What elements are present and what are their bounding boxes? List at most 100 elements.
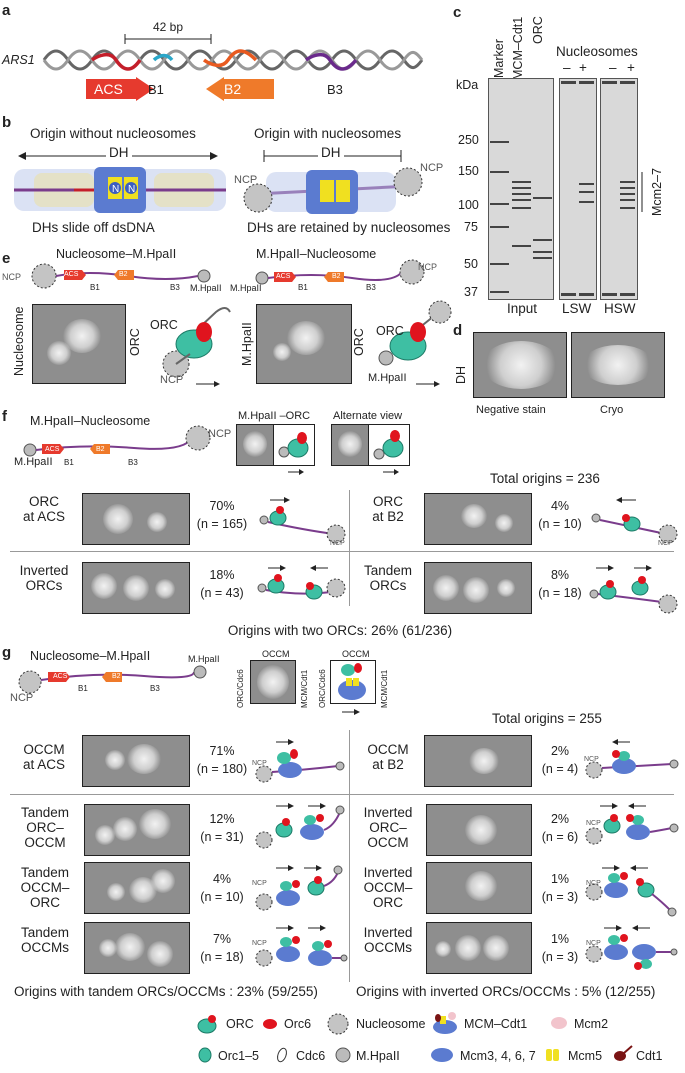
g-class-3-label: Tandem ORC–OCCM bbox=[20, 805, 70, 850]
g-class-7-cartoon bbox=[255, 925, 348, 967]
e-left-orc-vertical: ORC bbox=[128, 328, 142, 356]
f-view1-label: M.HpaII –ORC bbox=[238, 410, 311, 422]
hsw-label: HSW bbox=[604, 301, 636, 316]
mw-75: 75 bbox=[464, 220, 478, 234]
cryo-label: Cryo bbox=[600, 404, 624, 416]
legend-cdc6: Cdc6 bbox=[296, 1049, 326, 1063]
dh-left-label: DH bbox=[106, 145, 132, 160]
f-class-4-pct: 8% bbox=[550, 568, 570, 582]
panel-f-label: f bbox=[2, 408, 7, 425]
panel-c-label: c bbox=[453, 4, 462, 21]
g-class-4-label: Inverted ORC–OCCM bbox=[363, 805, 413, 850]
b1-label: B1 bbox=[148, 82, 164, 97]
g-b3: B3 bbox=[150, 684, 160, 693]
f-class-2-label: ORC at B2 bbox=[372, 494, 404, 524]
g-class-5-label: Tandem OCCM–ORC bbox=[20, 865, 70, 910]
acs-label: ACS bbox=[94, 81, 123, 97]
g-divider-h bbox=[10, 794, 674, 795]
legend-nucleosome: Nucleosome bbox=[356, 1017, 426, 1031]
g-occm-left-label: OCCM bbox=[262, 649, 290, 659]
g-class-2-pct: 2% bbox=[550, 744, 570, 758]
dh-with-nucleosomes bbox=[243, 167, 423, 214]
panel-e-label: e bbox=[2, 250, 11, 267]
f-class-1-label: ORC at ACS bbox=[22, 494, 66, 524]
g-class-2-em bbox=[424, 735, 532, 787]
e-right-em bbox=[256, 304, 352, 384]
panel-b-label: b bbox=[2, 114, 12, 131]
g-ncp: NCP bbox=[10, 692, 34, 704]
e-left-ncp-cartoon: NCP bbox=[160, 374, 184, 386]
g-class-5-em bbox=[84, 862, 190, 914]
f-class-4-cartoon bbox=[589, 565, 678, 614]
mw-50: 50 bbox=[464, 257, 478, 271]
g-class-4-ncp: NCP bbox=[586, 820, 601, 827]
g-class-2-label: OCCM at B2 bbox=[367, 742, 409, 772]
b-ncp-left: NCP bbox=[234, 174, 258, 186]
g-class-1-label: OCCM at ACS bbox=[22, 742, 66, 772]
legend-mhpa-icon bbox=[335, 1047, 351, 1063]
gel-lane-mcm bbox=[511, 79, 532, 299]
g-class-8-pct: 1% bbox=[550, 932, 570, 946]
panel-g-label: g bbox=[2, 644, 12, 661]
legend-mcm5: Mcm5 bbox=[568, 1049, 603, 1063]
gel-lsw bbox=[559, 78, 597, 300]
g-mcm-cdt1-left: MCM/Cdt1 bbox=[300, 669, 309, 708]
legend-orc15: Orc1–5 bbox=[218, 1049, 259, 1063]
ars1-label: ARS1 bbox=[2, 53, 35, 67]
g-occm-right-label: OCCM bbox=[342, 649, 370, 659]
e-left-b3: B3 bbox=[170, 283, 180, 292]
kda-label: kDa bbox=[456, 78, 479, 92]
legend-orc6: Orc6 bbox=[284, 1017, 312, 1031]
e-left-ncp: NCP bbox=[2, 272, 22, 282]
g-class-6-pct: 1% bbox=[550, 872, 570, 886]
g-mhpa: M.HpaII bbox=[188, 654, 220, 664]
sign-2: + bbox=[579, 60, 587, 75]
f-class-3-pct: 18% bbox=[209, 568, 235, 582]
gel-hsw bbox=[600, 78, 638, 300]
g-class-5-cartoon bbox=[255, 865, 343, 911]
g-construct bbox=[18, 665, 207, 694]
b-ncp-right: NCP bbox=[420, 162, 444, 174]
sign-1: – bbox=[563, 60, 571, 75]
legend-mcm2: Mcm2 bbox=[574, 1017, 609, 1031]
f-title: M.HpaII–Nucleosome bbox=[30, 414, 151, 428]
g-class-5-pct: 4% bbox=[212, 872, 232, 886]
f-class-2-n: (n = 10) bbox=[538, 517, 582, 531]
g-class-3-cartoon bbox=[255, 803, 345, 849]
f-b3: B3 bbox=[128, 458, 138, 467]
g-class-6-label: Inverted OCCM–ORC bbox=[363, 865, 413, 910]
f-class-3-em bbox=[82, 562, 190, 614]
g-class-5-ncp: NCP bbox=[252, 880, 267, 887]
b2-label: B2 bbox=[224, 81, 242, 97]
g-class-8-ncp: NCP bbox=[586, 940, 601, 947]
f-class-3-n: (n = 43) bbox=[200, 586, 244, 600]
f-class-2-cartoon bbox=[591, 497, 678, 544]
mw-100: 100 bbox=[458, 198, 479, 212]
legend-mcm-cdt1-icon bbox=[433, 1012, 457, 1034]
g-class-6-cartoon bbox=[585, 865, 677, 917]
f-total: Total origins = 236 bbox=[490, 471, 600, 486]
gel-lane-orc bbox=[532, 79, 553, 299]
g-class-1-cartoon bbox=[255, 739, 345, 783]
span-42bp: 42 bp bbox=[152, 20, 184, 34]
svg-text:N: N bbox=[112, 184, 119, 195]
e-left-cartoon bbox=[162, 307, 231, 387]
b-left-title: Origin without nucleosomes bbox=[30, 126, 196, 141]
dh-without-nucleosomes: N N bbox=[14, 167, 226, 213]
legend-orc: ORC bbox=[226, 1017, 254, 1031]
g-class-8-em bbox=[426, 922, 532, 974]
g-class-1-ncp: NCP bbox=[252, 760, 267, 767]
g-b2: B2 bbox=[112, 673, 121, 680]
g-orc-cdc6-left: ORC/Cdc6 bbox=[236, 669, 245, 708]
g-class-2-cartoon bbox=[585, 739, 679, 779]
g-class-7-ncp: NCP bbox=[252, 940, 267, 947]
f-class-2-ncp: NCP bbox=[658, 540, 673, 547]
g-class-5-n: (n = 10) bbox=[200, 890, 244, 904]
g-class-4-em bbox=[426, 804, 532, 856]
legend-mcm3467: Mcm3, 4, 6, 7 bbox=[460, 1049, 536, 1063]
g-class-7-pct: 7% bbox=[212, 932, 232, 946]
f-class-3-label: Inverted ORCs bbox=[19, 563, 69, 593]
e-left-b1: B1 bbox=[90, 283, 100, 292]
f-class-2-em bbox=[424, 493, 532, 545]
f-class-1-n: (n = 165) bbox=[196, 517, 248, 531]
